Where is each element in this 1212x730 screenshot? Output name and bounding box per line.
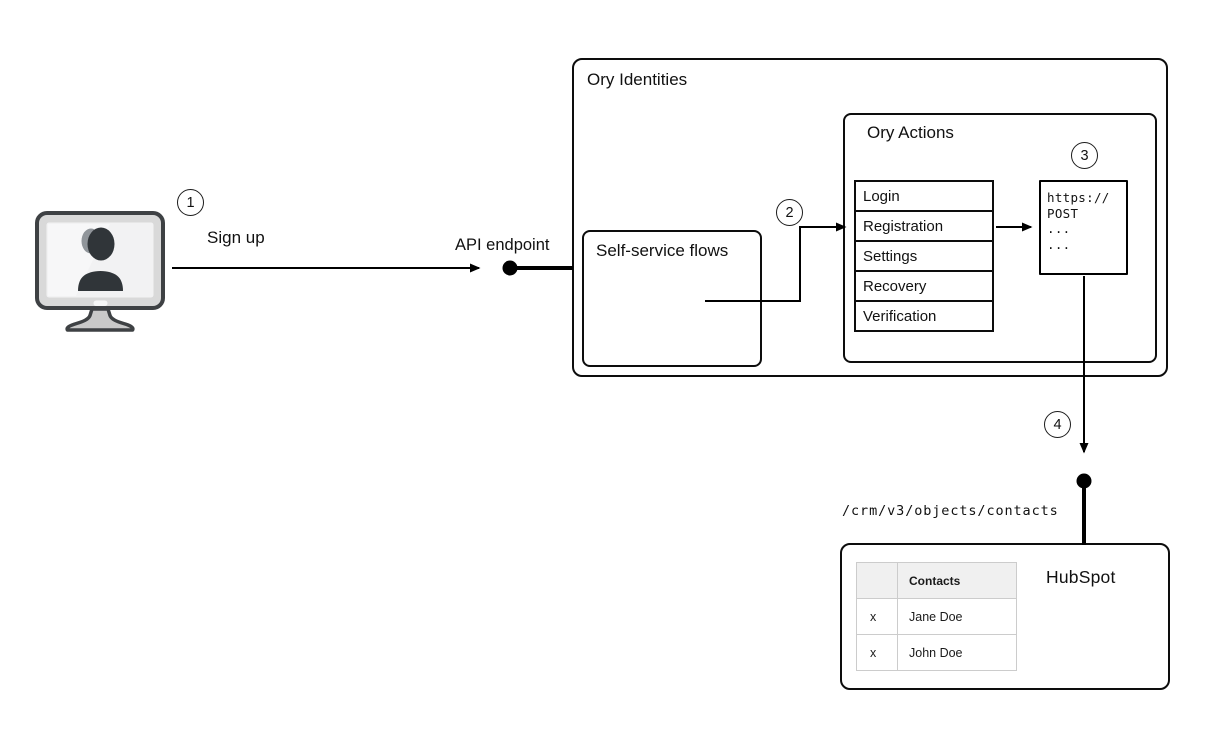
ory-actions-title: Ory Actions: [867, 123, 954, 142]
table-row: x John Doe: [856, 634, 1017, 671]
api-endpoint-label: API endpoint: [455, 236, 550, 254]
table-cell-x: x: [856, 598, 898, 635]
code-line: ...: [1047, 236, 1071, 252]
table-header-empty-cell: [856, 562, 898, 599]
crm-path-label: /crm/v3/objects/contacts: [842, 503, 1059, 519]
hubspot-endpoint-dot: [1076, 473, 1092, 489]
flow-item-settings: Settings: [856, 242, 992, 272]
ory-identities-box: [572, 58, 1168, 377]
contacts-table: Contacts x Jane Doe x John Doe: [856, 562, 1017, 671]
api-endpoint-dot: [502, 260, 518, 276]
flow-item-recovery: Recovery: [856, 272, 992, 302]
flow-item-verification: Verification: [856, 302, 992, 330]
ory-identities-title: Ory Identities: [587, 70, 688, 89]
table-cell-name: John Doe: [897, 634, 1017, 671]
hubspot-title: HubSpot: [1046, 567, 1116, 587]
table-header-row: Contacts: [856, 562, 1017, 599]
webhook-code-box: https:// POST ... ...: [1039, 180, 1128, 275]
step-badge-4: 4: [1044, 411, 1071, 438]
step-badge-2: 2: [776, 199, 803, 226]
table-cell-name: Jane Doe: [897, 598, 1017, 635]
self-service-flows-title: Self-service flows: [596, 241, 729, 260]
table-row: x Jane Doe: [856, 598, 1017, 635]
table-cell-x: x: [856, 634, 898, 671]
monitor-user-icon: [35, 211, 165, 332]
code-line: https://: [1047, 190, 1110, 205]
flow-list: Login Registration Settings Recovery Ver…: [854, 180, 994, 332]
flow-item-registration: Registration: [856, 212, 992, 242]
code-line: POST: [1047, 205, 1079, 221]
step-badge-1: 1: [177, 189, 204, 216]
hubspot-box: [840, 543, 1170, 690]
flow-item-login: Login: [856, 182, 992, 212]
step-badge-3: 3: [1071, 142, 1098, 169]
code-line: ...: [1047, 221, 1071, 236]
table-header-contacts: Contacts: [897, 562, 1017, 599]
sign-up-label: Sign up: [207, 228, 265, 247]
